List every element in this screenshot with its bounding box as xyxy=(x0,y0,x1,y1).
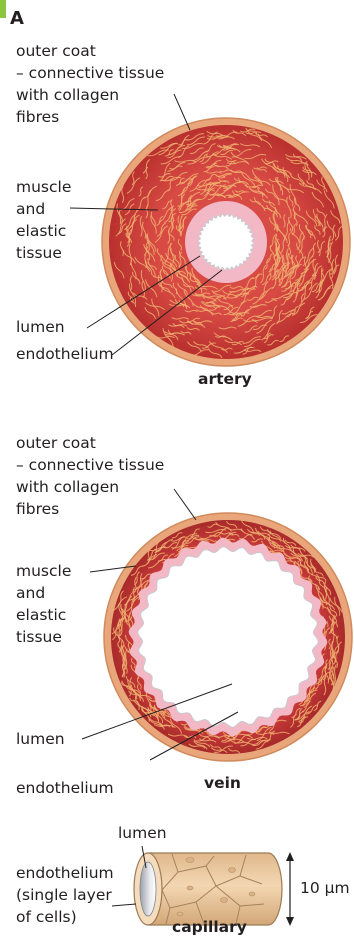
artery-endothelium-label: endothelium xyxy=(16,343,114,365)
capillary-diagram xyxy=(134,853,282,925)
vein-outer-coat-label: outer coat – connective tissue with coll… xyxy=(16,432,164,520)
artery-lumen-label: lumen xyxy=(16,316,65,338)
artery-diagram xyxy=(102,118,350,366)
capillary-lumen xyxy=(140,862,156,916)
capillary-endothelium-label: endothelium (single layer of cells) xyxy=(16,862,114,928)
vein-lumen-label: lumen xyxy=(16,728,65,750)
artery-outer-coat-leader xyxy=(174,94,190,130)
vein-muscle-label: muscle and elastic tissue xyxy=(16,560,71,648)
capillary-scale-arrow xyxy=(286,852,294,926)
artery-caption: artery xyxy=(198,370,252,388)
artery-lumen xyxy=(198,214,254,270)
vein-outer-coat-leader xyxy=(174,489,196,520)
capillary-lumen-label: lumen xyxy=(118,822,167,844)
capillary-endothelium-leader xyxy=(112,904,136,906)
vein-caption: vein xyxy=(204,774,241,792)
capillary-size-label: 10 μm xyxy=(300,877,350,899)
capillary-caption: capillary xyxy=(172,918,247,936)
vein-endothelium-label: endothelium xyxy=(16,777,114,799)
artery-outer-coat-label: outer coat – connective tissue with coll… xyxy=(16,40,164,128)
artery-muscle-label: muscle and elastic tissue xyxy=(16,176,71,264)
vein-diagram xyxy=(104,513,352,761)
